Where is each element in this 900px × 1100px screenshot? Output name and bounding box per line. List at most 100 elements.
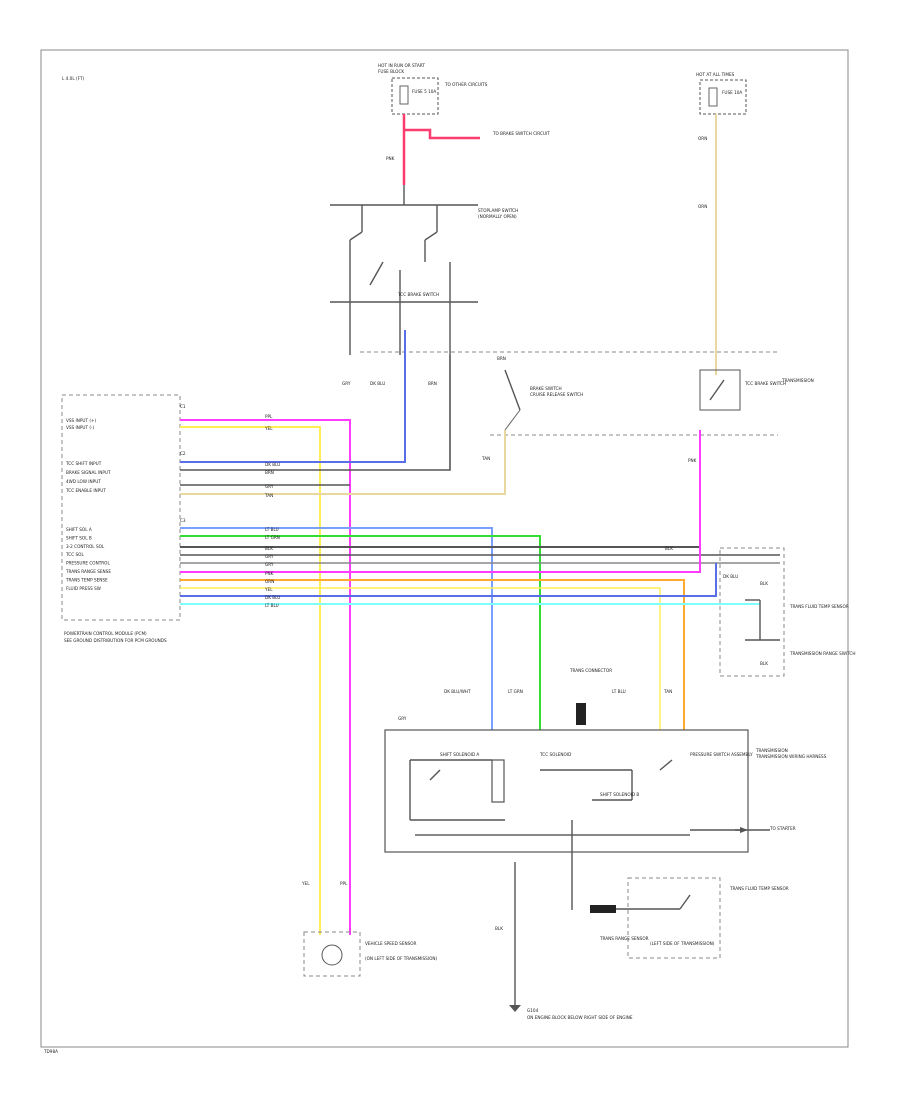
svg-text:TCC SOLENOID: TCC SOLENOID [539, 752, 571, 757]
svg-text:DK BLU: DK BLU [265, 595, 280, 600]
svg-text:BRN: BRN [265, 470, 274, 475]
svg-text:LT GRN: LT GRN [265, 535, 280, 540]
wire-pink-splice [404, 128, 480, 140]
svg-text:LT BLU: LT BLU [265, 603, 279, 608]
svg-text:ON ENGINE BLOCK BELOW RIGHT SI: ON ENGINE BLOCK BELOW RIGHT SIDE OF ENGI… [527, 1015, 633, 1020]
svg-text:TO STARTER: TO STARTER [769, 826, 796, 831]
ground-symbol [509, 1005, 521, 1012]
svg-text:PNK: PNK [688, 458, 697, 463]
transmission-assembly: TRANSMISSION TRANSMISSION WIRING HARNESS… [384, 668, 827, 853]
footer-code: TD98A [43, 1049, 58, 1054]
svg-text:TRANS RANGE SENSOR: TRANS RANGE SENSOR [599, 936, 649, 941]
pcm-module: POWERTRAIN CONTROL MODULE (PCM) SEE GROU… [61, 394, 186, 643]
pcm-pin-label: 3-2 CONTROL SOL [66, 544, 105, 549]
svg-text:TRANS CONNECTOR: TRANS CONNECTOR [569, 668, 612, 673]
svg-text:ORN: ORN [698, 204, 707, 209]
svg-text:PPL: PPL [265, 414, 273, 419]
pcm-pin-label: TCC ENABLE INPUT [65, 488, 106, 493]
svg-text:(ON LEFT SIDE OF TRANSMISSION): (ON LEFT SIDE OF TRANSMISSION) [365, 956, 438, 961]
svg-text:G104: G104 [527, 1008, 539, 1013]
svg-text:BLK: BLK [665, 546, 673, 551]
svg-text:STOPLAMP SWITCH: STOPLAMP SWITCH [478, 208, 518, 213]
wire-yel-lower [180, 587, 661, 730]
svg-text:FUSE BLOCK: FUSE BLOCK [378, 69, 404, 74]
svg-text:TRANSMISSION: TRANSMISSION [781, 378, 814, 383]
cruise-release-switch: TCC BRAKE SWITCH TRANSMISSION [699, 369, 814, 411]
pcm-pin-label: VSS INPUT (+) [66, 418, 97, 423]
svg-text:CRUISE RELEASE SWITCH: CRUISE RELEASE SWITCH [530, 392, 583, 397]
svg-text:TAN: TAN [481, 456, 490, 461]
fuse-block-right: HOT AT ALL TIMES FUSE 10A ORN ORN [696, 72, 747, 209]
diagram-frame [40, 49, 849, 1048]
svg-text:DK BLU/WHT: DK BLU/WHT [444, 689, 471, 694]
svg-text:FUSE 10A: FUSE 10A [722, 90, 742, 95]
svg-text:BRN: BRN [428, 381, 437, 386]
svg-text:TRANSMISSION RANGE SWITCH: TRANSMISSION RANGE SWITCH [789, 651, 856, 656]
brake-switch-module: BRAKE SWITCH CRUISE RELEASE SWITCH BRN [497, 356, 583, 431]
pcm-pin-label: VSS INPUT (-) [66, 425, 95, 430]
wire-lt-grn [180, 535, 541, 730]
wire-lt-blu [180, 527, 493, 730]
trans-range-sensor: TRANS RANGE SENSOR (LEFT SIDE OF TRANSMI… [590, 877, 789, 959]
svg-text:C1: C1 [180, 404, 186, 409]
svg-text:DK BLU: DK BLU [723, 574, 738, 579]
svg-text:C3: C3 [180, 518, 186, 523]
svg-text:TAN: TAN [663, 689, 672, 694]
pcm-pin-label: PRESSURE CONTROL [66, 561, 110, 566]
svg-text:GRY: GRY [342, 381, 351, 386]
pcm-title: POWERTRAIN CONTROL MODULE (PCM) [64, 631, 147, 636]
svg-text:PNK: PNK [265, 571, 274, 576]
svg-text:YEL: YEL [264, 587, 273, 592]
svg-text:(NORMALLY OPEN): (NORMALLY OPEN) [478, 214, 517, 219]
pcm-pin-label: TRANS RANGE SENSE [65, 569, 111, 574]
svg-text:GRY: GRY [265, 484, 274, 489]
fuse-block-top-left: HOT IN RUN OR START FUSE BLOCK FUSE 5 10… [378, 63, 488, 115]
svg-text:C2: C2 [180, 451, 186, 456]
svg-text:TCC BRAKE SWITCH: TCC BRAKE SWITCH [397, 292, 439, 297]
vehicle-speed-sensor: VEHICLE SPEED SENSOR (ON LEFT SIDE OF TR… [303, 931, 438, 977]
pcm-pin-label: SHIFT SOL B [66, 535, 92, 540]
svg-text:(LEFT SIDE OF TRANSMISSION): (LEFT SIDE OF TRANSMISSION) [650, 941, 715, 946]
svg-text:LT GRN: LT GRN [508, 689, 523, 694]
svg-text:BLK: BLK [495, 926, 503, 931]
svg-text:TAN: TAN [264, 493, 273, 498]
pcm-pin-label: FLUID PRESS SW [66, 586, 101, 591]
corner-tag: L 4.0L (FT) [62, 76, 85, 81]
svg-text:BLK: BLK [760, 661, 768, 666]
svg-text:BRAKE SWITCH: BRAKE SWITCH [530, 386, 562, 391]
svg-text:FUSE 5 10A: FUSE 5 10A [412, 89, 436, 94]
svg-text:SHIFT SOLENOID A: SHIFT SOLENOID A [440, 752, 479, 757]
wire-pnk-lower [180, 430, 701, 573]
wire-orn [180, 579, 685, 730]
svg-text:ORN: ORN [698, 136, 707, 141]
pcm-pin-label: BRAKE SIGNAL INPUT [66, 470, 111, 475]
svg-text:TRANSMISSION: TRANSMISSION [755, 748, 788, 753]
pcm-pins-upper: VSS INPUT (+) VSS INPUT (-) [66, 418, 97, 430]
svg-text:PPL: PPL [340, 881, 348, 886]
brake-switch-assembly: STOPLAMP SWITCH (NORMALLY OPEN) TCC BRAK… [330, 185, 518, 355]
wire-vss-minus [180, 426, 321, 935]
wire-brn [180, 355, 451, 471]
wire-vss-plus [180, 419, 351, 935]
pcm-pin-label: 4WD LOW INPUT [66, 479, 101, 484]
wire-tan-brake [180, 430, 506, 495]
trans-fluid-temp-sensor: TRANS FLUID TEMP SENSOR TRANSMISSION RAN… [719, 547, 856, 677]
wire-blu-lower [180, 563, 717, 597]
svg-text:SHIFT SOLENOID B: SHIFT SOLENOID B [600, 792, 639, 797]
svg-text:PRESSURE SWITCH ASSEMBLY: PRESSURE SWITCH ASSEMBLY [690, 752, 753, 757]
svg-text:HOT IN RUN OR START: HOT IN RUN OR START [378, 63, 425, 68]
pcm-pin-label: TRANS TEMP SENSE [65, 577, 108, 582]
svg-text:TRANSMISSION WIRING HARNESS: TRANSMISSION WIRING HARNESS [755, 754, 827, 759]
svg-text:GRY: GRY [265, 554, 274, 559]
svg-text:TO OTHER CIRCUITS: TO OTHER CIRCUITS [444, 82, 488, 87]
svg-text:DK BLU: DK BLU [265, 462, 280, 467]
pcm-note: SEE GROUND DISTRIBUTION FOR PCM GROUNDS [64, 638, 167, 643]
svg-text:HOT AT ALL TIMES: HOT AT ALL TIMES [696, 72, 735, 77]
svg-text:VEHICLE SPEED SENSOR: VEHICLE SPEED SENSOR [365, 941, 417, 946]
svg-text:BLK: BLK [265, 546, 273, 551]
svg-text:TCC BRAKE SWITCH: TCC BRAKE SWITCH [744, 381, 786, 386]
svg-text:PNK: PNK [386, 156, 395, 161]
